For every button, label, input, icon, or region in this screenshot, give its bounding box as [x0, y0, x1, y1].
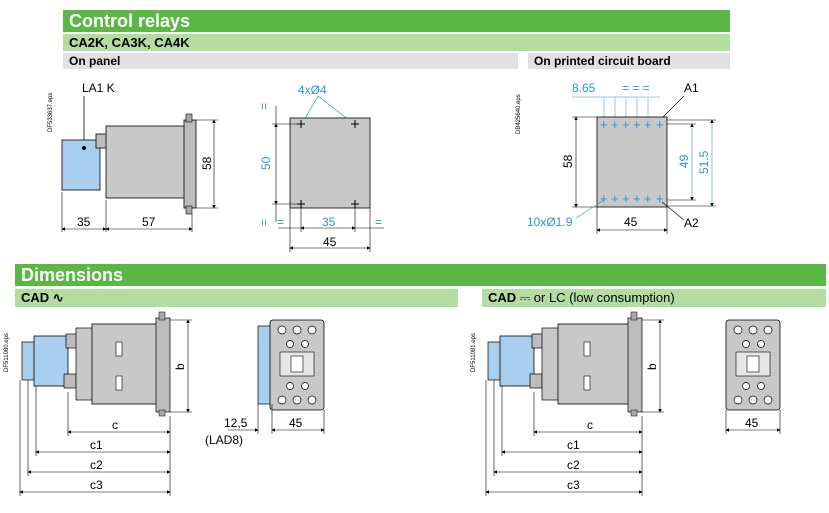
cad-dc-suffix: or LC (low consumption) [530, 290, 675, 305]
cad-ac-dim-b: b [173, 363, 187, 370]
cad-dc-dim-c2: c2 [567, 458, 580, 472]
cad-ac-label: CAD ∿ [15, 289, 458, 307]
svg-text:+: + [656, 191, 664, 206]
cad-dc-dim-c: c [587, 418, 593, 432]
cad-ac-side-view: DF511080.eps b c c1 c2 c3 [4, 311, 192, 496]
lad8-label: (LAD8) [205, 433, 243, 447]
svg-text:+: + [644, 117, 652, 132]
cad-dc-dim-c1: c1 [567, 438, 580, 452]
mount-eq-left: = [277, 215, 284, 229]
lad8-dim-125: 12,5 [224, 416, 248, 430]
relay-body-side [105, 125, 189, 199]
pcb-dim-515: 51.5 [697, 150, 711, 174]
la1k-label: LA1 K [82, 81, 115, 95]
pcb-a1-label: A1 [684, 81, 699, 95]
relay-pcb-view: DB425640.eps 8.65 = = = A1 ++++++ ++++++… [516, 81, 716, 234]
cad-ac-dim-c3: c3 [90, 478, 103, 492]
mount-eq-bottom: = [257, 219, 271, 226]
cad-dc-code: DF511081.eps [471, 333, 477, 372]
cad-dc-label: CAD ⎓ or LC (low consumption) [482, 289, 826, 307]
svg-text:+: + [611, 191, 619, 206]
mount-dim-45: 45 [323, 235, 337, 249]
cad-dc-dim-b: b [645, 363, 659, 370]
cad-ac-dim-45: 45 [289, 416, 303, 430]
control-relays-title: Control relays [63, 10, 730, 32]
cad-dc-prefix: CAD [488, 290, 517, 305]
pcb-relay-body [596, 116, 668, 208]
pcb-holes-label: 10xØ1.9 [527, 215, 573, 229]
pcb-dim-49: 49 [677, 154, 691, 168]
mount-dim-35: 35 [322, 215, 336, 229]
cad-dc-side-view: DF511081.eps b c c1 c2 c3 [471, 311, 664, 496]
cad-ac-body [91, 323, 159, 405]
svg-text:+: + [644, 191, 652, 206]
svg-text:+: + [622, 191, 630, 206]
mount-eq-right: = [375, 215, 382, 229]
side-dim-35: 35 [77, 215, 91, 229]
cad-dc-dim-c3: c3 [567, 478, 580, 492]
side-dim-57: 57 [142, 215, 156, 229]
relay-body-front [289, 117, 371, 209]
svg-text:+: + [633, 191, 641, 206]
pcb-eq-marks: = = = [622, 81, 650, 95]
on-pcb-label: On printed circuit board [528, 53, 730, 69]
svg-text:+: + [633, 117, 641, 132]
side-dim-58: 58 [200, 156, 214, 170]
relay-side-view: DF533637.eps LA1 K 58 35 57 [48, 81, 218, 232]
svg-text:+: + [600, 117, 608, 132]
svg-text:+: + [622, 117, 630, 132]
svg-text:+: + [600, 191, 608, 206]
on-panel-label: On panel [63, 53, 518, 69]
mount-dim-50: 50 [259, 156, 273, 170]
cad-ac-front-view: 12,5 (LAD8) 45 [205, 319, 325, 447]
cad-ac-code: DF511080.eps [4, 333, 10, 372]
cad-dc-body [557, 323, 631, 405]
relay-mounting-view: 4xØ4 = 50 = = 35 = 45 [257, 83, 384, 252]
cad-dc-add-on-block [499, 335, 535, 387]
la1k-add-on-block [61, 139, 101, 191]
dimensions-title: Dimensions [15, 264, 826, 286]
mount-eq-top: = [257, 103, 271, 110]
cad-dc-dim-45: 45 [745, 416, 759, 430]
pcb-dim-865: 8.65 [572, 81, 596, 95]
cad-ac-dim-c: c [112, 418, 118, 432]
svg-text:+: + [656, 117, 664, 132]
svg-text:+: + [611, 117, 619, 132]
pcb-dim-45: 45 [624, 215, 638, 229]
cad-ac-add-on-block [33, 335, 69, 387]
pcb-dim-58: 58 [561, 154, 575, 168]
cad-dc-front-view: 45 [725, 319, 781, 434]
pcb-view-code: DB425640.eps [516, 94, 522, 134]
dc-symbol: ⎓ [519, 290, 531, 305]
pcb-a2-label: A2 [684, 216, 699, 230]
cad-ac-dim-c2: c2 [90, 458, 103, 472]
side-view-code: DF533637.eps [48, 93, 54, 132]
mount-holes-label: 4xØ4 [298, 83, 327, 97]
cad-ac-dim-c1: c1 [90, 438, 103, 452]
control-relays-subtitle: CA2K, CA3K, CA4K [63, 34, 730, 51]
